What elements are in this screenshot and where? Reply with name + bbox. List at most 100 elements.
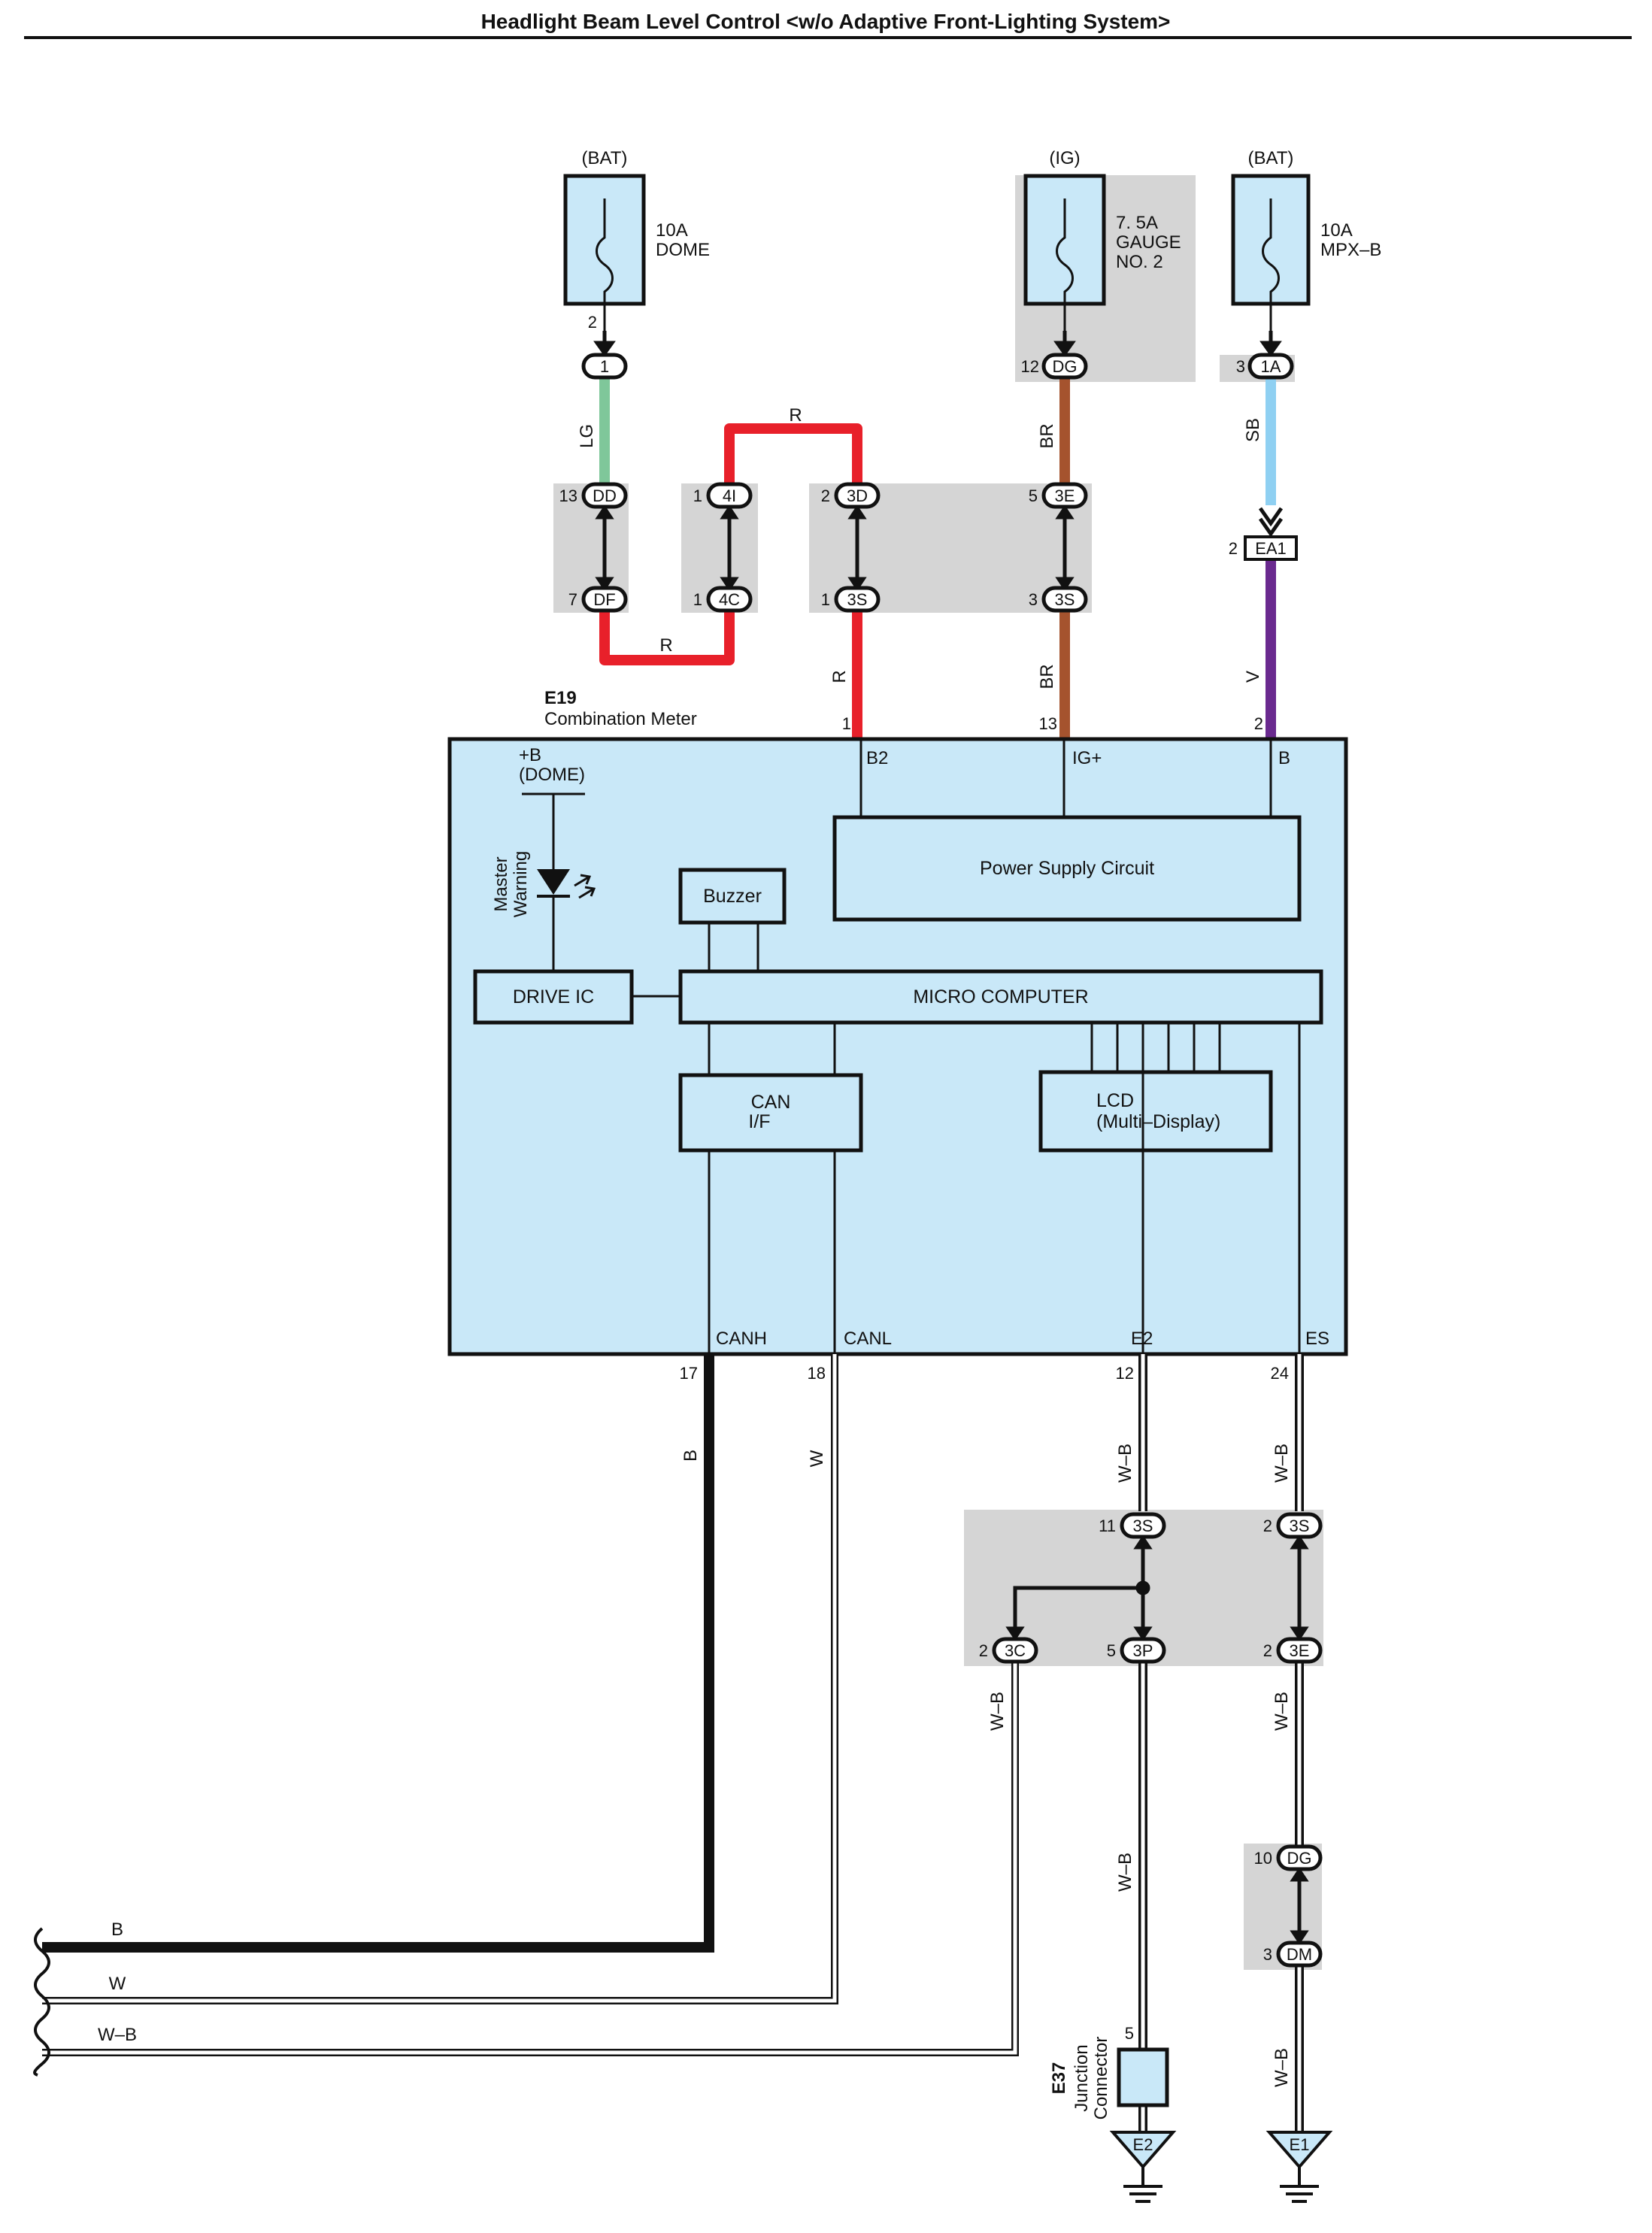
power-supply-circuit: Power Supply Circuit bbox=[832, 815, 1302, 922]
lower-connectors: 3S 3S 3C 3P 3E DG DM bbox=[992, 1512, 1323, 1968]
connector-3e-top: 3E bbox=[1041, 482, 1088, 509]
connector-1: 1 bbox=[581, 353, 628, 380]
connector-3s-a: 3S bbox=[834, 586, 881, 613]
fuse-gauge-name2: NO. 2 bbox=[1116, 252, 1163, 272]
svg-text:10: 10 bbox=[1254, 1849, 1272, 1868]
svg-text:5: 5 bbox=[1125, 2024, 1134, 2043]
connector-dg-bot: DG bbox=[1276, 1844, 1323, 1871]
lcd-block: LCD (Multi–Display) bbox=[1038, 1070, 1273, 1153]
svg-text:W–B: W–B bbox=[1272, 1444, 1292, 1483]
connector-ea1: EA1 bbox=[1244, 535, 1298, 561]
terminal-b2: B2 bbox=[866, 748, 888, 768]
svg-text:11: 11 bbox=[1099, 1516, 1116, 1535]
svg-text:Power Supply Circuit: Power Supply Circuit bbox=[980, 858, 1154, 879]
svg-text:W: W bbox=[807, 1450, 827, 1467]
warning-label: Warning bbox=[511, 851, 531, 917]
junction-code: E37 bbox=[1049, 2062, 1069, 2095]
svg-text:1: 1 bbox=[821, 590, 830, 609]
fuse-mpx-source: (BAT) bbox=[1248, 148, 1294, 168]
svg-text:V: V bbox=[1243, 671, 1263, 683]
svg-text:3S: 3S bbox=[1055, 590, 1075, 609]
meter-name: Combination Meter bbox=[544, 709, 697, 729]
fuse-dome-rating: 10A bbox=[656, 220, 688, 241]
svg-text:12: 12 bbox=[1116, 1364, 1134, 1383]
fuse-mpx: (BAT) 10A MPX–B bbox=[1231, 148, 1381, 331]
buzzer-block: Buzzer bbox=[678, 868, 787, 925]
plus-b-label: +B bbox=[519, 745, 541, 765]
connector-3s-c: 3S bbox=[1120, 1512, 1166, 1539]
svg-text:1: 1 bbox=[693, 590, 702, 609]
svg-text:4C: 4C bbox=[719, 590, 740, 609]
svg-text:DM: DM bbox=[1287, 1945, 1312, 1964]
svg-text:3E: 3E bbox=[1290, 1641, 1310, 1660]
fuse-mpx-rating: 10A bbox=[1320, 220, 1353, 241]
svg-text:3S: 3S bbox=[1133, 1516, 1153, 1535]
connector-3s-b: 3S bbox=[1041, 586, 1088, 613]
svg-text:3: 3 bbox=[1263, 1945, 1272, 1964]
fuse-mpx-name: MPX–B bbox=[1320, 240, 1381, 260]
svg-text:3D: 3D bbox=[847, 486, 868, 505]
junction-connector-e37: E37 Junction Connector bbox=[1049, 2037, 1169, 2120]
svg-text:W–B: W–B bbox=[98, 2025, 137, 2045]
dome-label: (DOME) bbox=[519, 765, 585, 785]
svg-text:12: 12 bbox=[1021, 357, 1039, 376]
fuse-dome: (BAT) 10A DOME bbox=[563, 148, 710, 331]
svg-text:B: B bbox=[111, 1919, 123, 1940]
ground-e2-label: E2 bbox=[1133, 2135, 1153, 2154]
upper-connectors: 1 DG 1A EA1 DD DF 4I 4C bbox=[581, 353, 1298, 613]
fuse-mpx-icon bbox=[1262, 198, 1280, 331]
svg-text:1: 1 bbox=[693, 486, 702, 505]
meter-code: E19 bbox=[544, 688, 577, 708]
svg-text:EA1: EA1 bbox=[1255, 539, 1287, 558]
svg-text:24: 24 bbox=[1271, 1364, 1289, 1383]
svg-text:18: 18 bbox=[808, 1364, 826, 1383]
connector-3p: 3P bbox=[1120, 1637, 1166, 1664]
svg-text:W–B: W–B bbox=[1272, 1692, 1292, 1731]
svg-text:DRIVE IC: DRIVE IC bbox=[513, 986, 594, 1007]
bus-break-icon bbox=[33, 1927, 50, 2077]
connector-dg-top: DG bbox=[1041, 353, 1088, 380]
fuse-gauge-name: GAUGE bbox=[1116, 232, 1181, 253]
fuse-gauge-icon bbox=[1056, 198, 1074, 331]
svg-text:5: 5 bbox=[1029, 486, 1038, 505]
master-label: Master bbox=[491, 856, 511, 911]
svg-text:B: B bbox=[681, 1450, 701, 1462]
svg-text:BR: BR bbox=[1037, 664, 1057, 689]
svg-text:13: 13 bbox=[1039, 714, 1057, 733]
svg-text:2: 2 bbox=[979, 1641, 988, 1660]
lower-wires bbox=[42, 1354, 1304, 2131]
svg-text:W–B: W–B bbox=[1115, 1853, 1135, 1892]
svg-text:I/F: I/F bbox=[748, 1111, 770, 1132]
svg-text:17: 17 bbox=[680, 1364, 698, 1383]
drive-ic-block: DRIVE IC bbox=[473, 969, 634, 1025]
upper-connector-links bbox=[593, 331, 1284, 592]
connector-3s-d: 3S bbox=[1276, 1512, 1323, 1539]
lower-wire-labels: B W W–B W–B W–B W–B W–B W–B B W W–B bbox=[98, 1444, 1292, 2087]
svg-text:3P: 3P bbox=[1133, 1641, 1153, 1660]
connector-dm: DM bbox=[1276, 1941, 1323, 1968]
terminal-e2: E2 bbox=[1131, 1329, 1153, 1349]
svg-text:1: 1 bbox=[842, 714, 851, 733]
fuse-gauge-rating: 7. 5A bbox=[1116, 213, 1158, 233]
svg-text:3C: 3C bbox=[1005, 1641, 1026, 1660]
ground-e1-icon: E1 bbox=[1266, 2131, 1333, 2203]
terminal-es: ES bbox=[1305, 1329, 1329, 1349]
svg-text:3E: 3E bbox=[1055, 486, 1075, 505]
svg-text:R: R bbox=[789, 405, 802, 426]
svg-text:SB: SB bbox=[1243, 418, 1263, 442]
connector-4c: 4C bbox=[706, 586, 753, 613]
svg-text:2: 2 bbox=[821, 486, 830, 505]
svg-text:2: 2 bbox=[1254, 714, 1263, 733]
fuse-gauge: (IG) 7. 5A GAUGE NO. 2 bbox=[1023, 148, 1181, 331]
svg-text:2: 2 bbox=[1229, 539, 1238, 558]
diagram-title: Headlight Beam Level Control <w/o Adapti… bbox=[481, 10, 1171, 33]
svg-text:DF: DF bbox=[593, 590, 615, 609]
upper-pin-numbers: 2 13 7 1 1 2 1 12 5 3 3 2 1 13 2 bbox=[559, 313, 1263, 733]
fuse-dome-source: (BAT) bbox=[582, 148, 628, 168]
svg-text:4I: 4I bbox=[723, 486, 736, 505]
svg-text:Buzzer: Buzzer bbox=[703, 886, 762, 907]
junction-line2: Connector bbox=[1091, 2037, 1111, 2120]
connector-4i: 4I bbox=[706, 482, 753, 509]
svg-text:W–B: W–B bbox=[1272, 2048, 1292, 2087]
